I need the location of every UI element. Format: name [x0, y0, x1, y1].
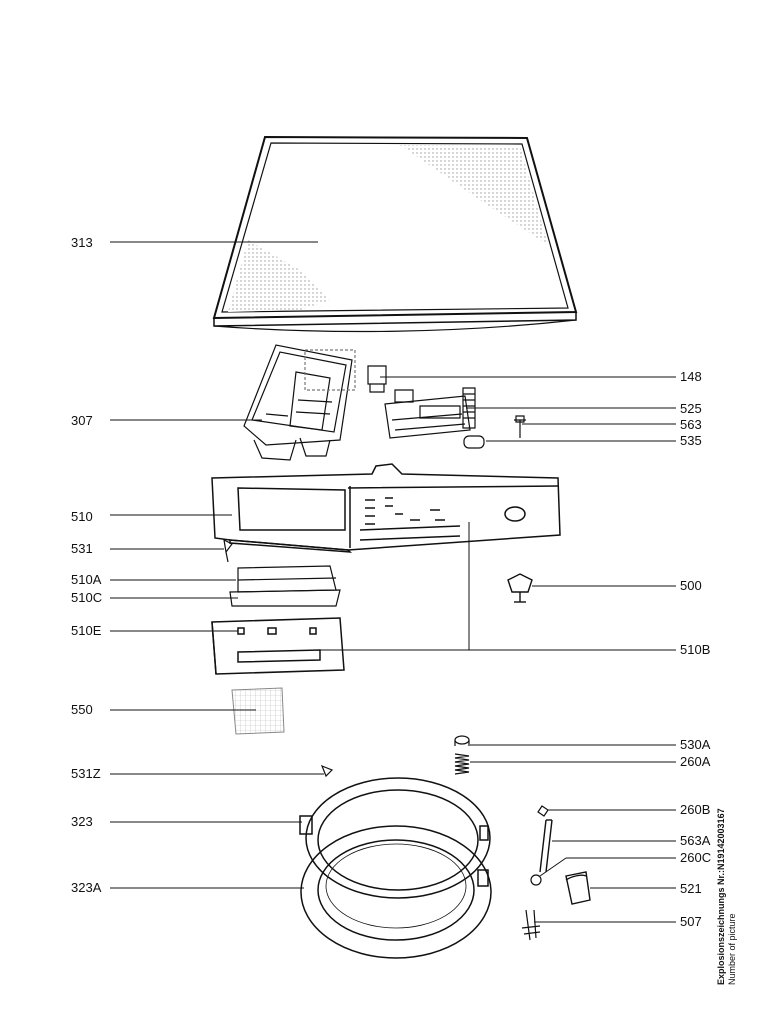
part-563A-rod [540, 820, 552, 872]
label-550: 550 [71, 702, 93, 717]
label-500: 500 [680, 578, 702, 593]
label-323A: 323A [71, 880, 102, 895]
label-510E: 510E [71, 623, 102, 638]
part-550-filter-screen [232, 688, 284, 734]
part-535-button [464, 436, 484, 448]
part-307-dispenser-tray [244, 345, 355, 460]
label-510A: 510A [71, 572, 102, 587]
label-510: 510 [71, 509, 93, 524]
part-530A-cap [455, 736, 469, 746]
label-535: 535 [680, 433, 702, 448]
label-525: 525 [680, 401, 702, 416]
label-531: 531 [71, 541, 93, 556]
label-260A: 260A [680, 754, 711, 769]
label-313: 313 [71, 235, 93, 250]
part-323A-outer-door-ring [301, 826, 491, 958]
part-563-pin [514, 416, 526, 438]
label-521: 521 [680, 881, 702, 896]
part-510E-drawer-front [212, 618, 344, 674]
part-323-inner-door-ring [300, 778, 490, 898]
part-313-worktop-lid [214, 137, 576, 332]
explosion-drawing-number: Explosionszeichnungs Nr.:N19142003167 [716, 808, 726, 985]
label-563: 563 [680, 417, 702, 432]
part-260A-spring [455, 754, 469, 774]
label-531Z: 531Z [71, 766, 101, 781]
picture-number-caption: Explosionszeichnungs Nr.:N19142003167 Nu… [716, 808, 738, 985]
label-510C: 510C [71, 590, 103, 605]
part-531Z-screw [322, 766, 332, 776]
leader-lines [110, 242, 676, 922]
part-531-screw [224, 540, 232, 562]
label-510B: 510B [680, 642, 711, 657]
label-260B: 260B [680, 802, 711, 817]
label-323: 323 [71, 814, 93, 829]
label-530A: 530A [680, 737, 711, 752]
label-148: 148 [680, 369, 702, 384]
part-525-electronic-module [385, 388, 475, 438]
number-of-picture-caption: Number of picture [727, 913, 737, 985]
label-307: 307 [71, 413, 93, 428]
part-510-control-panel [212, 464, 560, 552]
part-507-hinge-pin [522, 910, 540, 940]
part-148-switch [368, 366, 386, 392]
part-260C-clip [531, 875, 541, 885]
label-507: 507 [680, 914, 702, 929]
label-563A: 563A [680, 833, 711, 848]
part-260B-spring-clip [538, 806, 548, 816]
part-521-hinge-cover [566, 872, 590, 904]
part-500-knob [508, 574, 532, 602]
part-510A-bracket [230, 566, 340, 606]
label-260C: 260C [680, 850, 712, 865]
